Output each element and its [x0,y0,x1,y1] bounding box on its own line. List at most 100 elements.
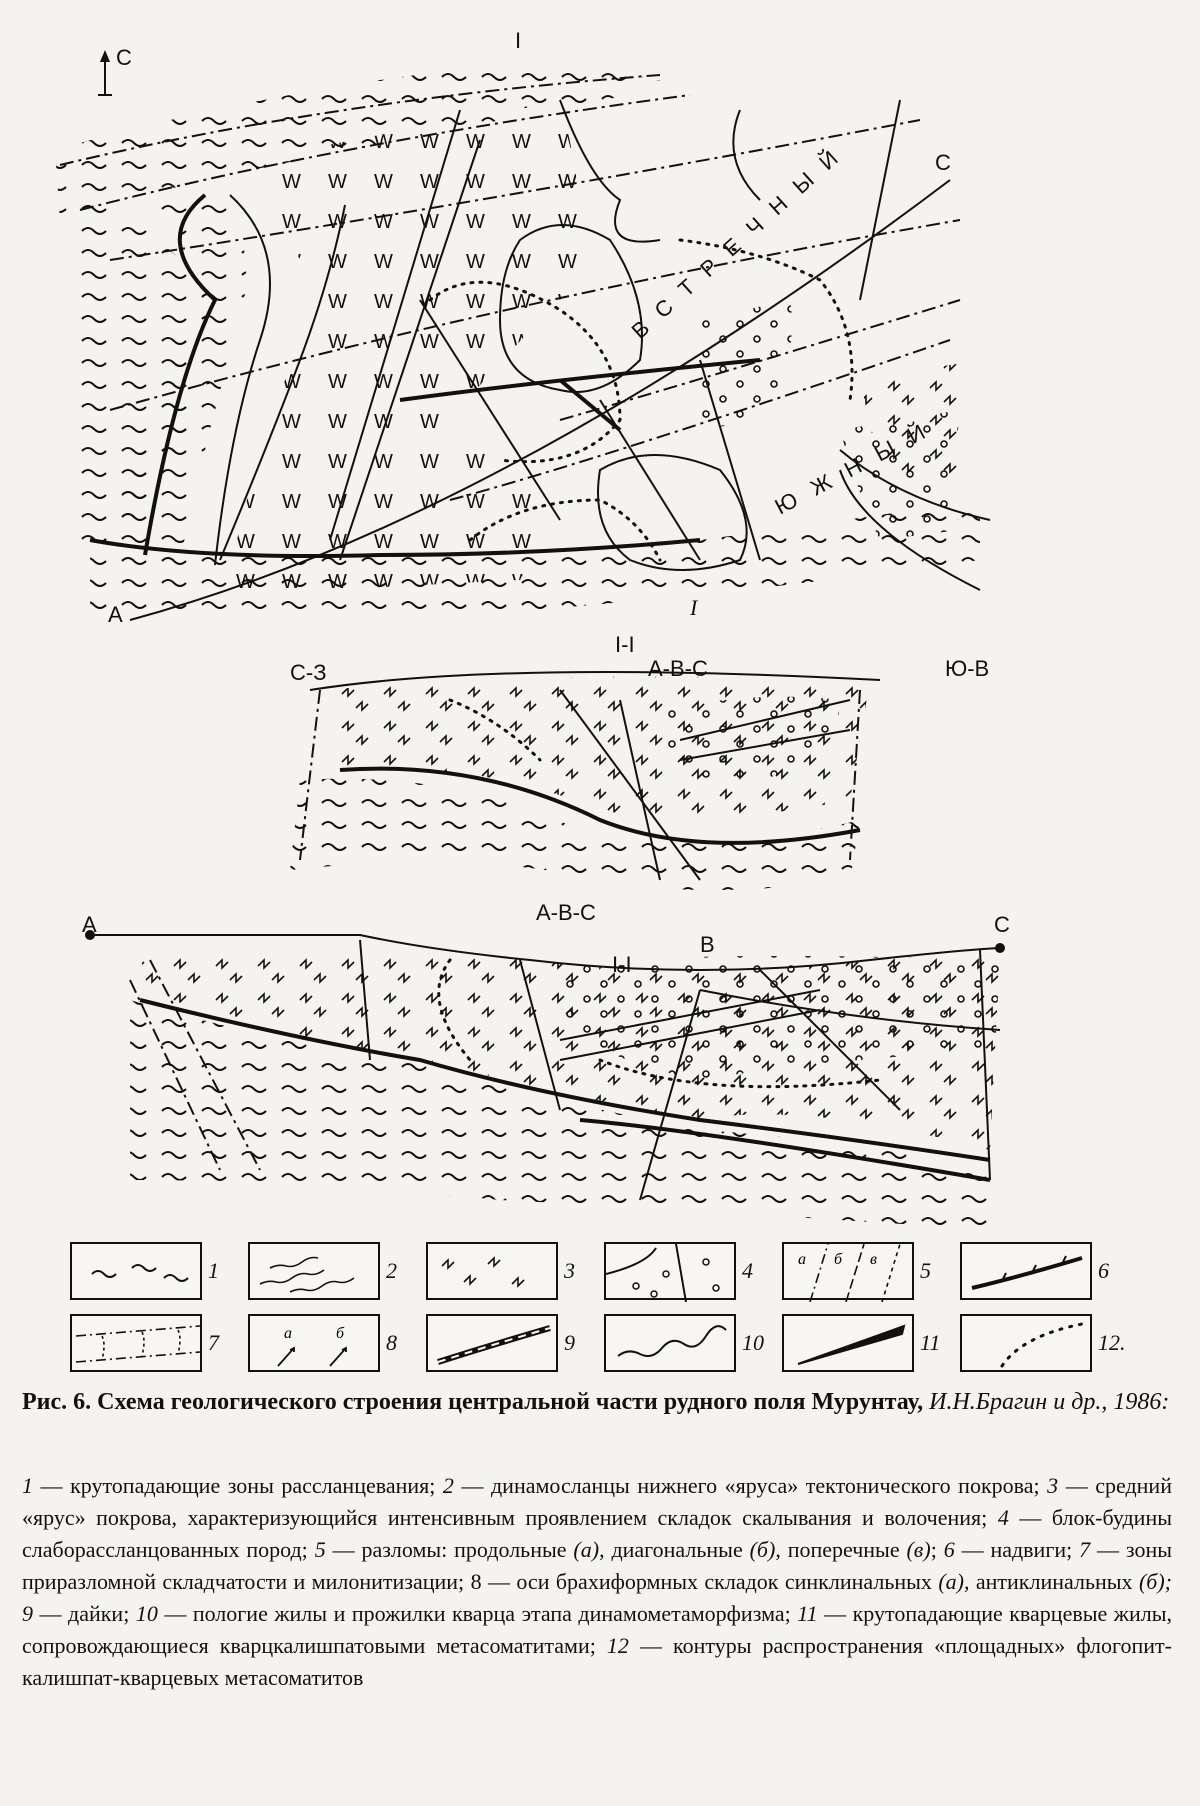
desc-sub-5a: (а) [573,1537,600,1562]
south-schist-belt [90,500,980,620]
legend-num-1: 1 [208,1258,219,1283]
desc-sub-5b: (б) [749,1537,776,1562]
section-abc: А-В-С А С I-I В [82,900,1010,1230]
legend-description: 1 — крутопадающие зоны рассланцевания; 2… [22,1470,1172,1694]
plan-map: С I I А С Ю Ж Н Ы Й В С Т Р Е Ч Н Ы Й [55,28,991,627]
middle-tier-region [225,100,580,595]
legend-item-7: 7 [70,1314,235,1374]
desc-sub-8a: (а), [938,1569,970,1594]
desc-text-8a: — оси брахиформных складок синклинальных [481,1569,939,1594]
legend-num-4: 4 [742,1258,753,1283]
legend-item-9: 9 [426,1314,591,1374]
desc-num-4: 4 [997,1505,1009,1530]
legend-swatch-6 [960,1242,1092,1300]
legend-swatch-12 [960,1314,1092,1372]
legend-swatch-9 [426,1314,558,1372]
section-abc-lower-tier [130,1000,990,1230]
desc-text-12: — контуры распространения «площадных» фл… [22,1633,1172,1690]
section-abc-title: А-В-С [536,900,596,925]
desc-num-3: 3 [1047,1473,1059,1498]
legend-num-7: 7 [208,1330,219,1355]
western-schist-lobe [70,190,210,560]
section-abc-left-end: А [82,912,97,937]
geological-map-svg: W [55,28,1010,1230]
desc-text-5b: , диагональные [599,1537,750,1562]
legend-item-5: а б в 5 [782,1242,947,1302]
legend-num-12: 12. [1098,1330,1126,1355]
desc-text-1: — крутопадающие зоны рассланцевания; [33,1473,443,1498]
desc-num-5: 5 [314,1537,326,1562]
point-a-label: А [108,602,123,627]
legend-item-10: 10 [604,1314,769,1374]
point-c-label: С [935,150,951,175]
legend-swatch-3 [426,1242,558,1300]
desc-text-5c: , поперечные [775,1537,907,1562]
caption-title: Рис. 6. Схема геологического строения це… [22,1389,924,1415]
geological-figure: W [55,28,1126,1372]
desc-num-6: 6 [943,1537,955,1562]
legend-8-sub-a: а [284,1325,292,1342]
desc-text-7: — зоны приразломной складчатости и милон… [22,1537,1172,1594]
legend-swatch-10 [604,1314,736,1372]
profile-i-top-label: I [515,28,521,53]
legend-5-sub-b: б [834,1251,843,1268]
legend-5-sub-a: а [798,1251,806,1268]
north-arrow: С [98,45,132,96]
desc-text-6: — надвиги; [954,1537,1080,1562]
legend-swatch-4 [604,1242,736,1302]
legend-swatch-2 [248,1242,380,1300]
legend-num-8: 8 [386,1330,397,1355]
legend-num-10: 10 [742,1330,764,1355]
desc-text-5a: — разломы: продольные [325,1537,574,1562]
legend-num-9: 9 [564,1330,575,1355]
legend-swatch-8: а б [248,1314,380,1372]
profile-i-bottom-label: I [689,595,699,620]
desc-num-11: 11 [797,1601,818,1626]
east-folds [860,360,980,480]
legend-num-6: 6 [1098,1258,1109,1283]
legend-num-3: 3 [564,1258,575,1283]
legend-num-2: 2 [386,1258,397,1283]
section-i-left-end: С-З [290,660,327,685]
boudin-block-2 [597,454,748,571]
desc-num-7: 7 [1079,1537,1091,1562]
desc-text-9: — дайки; [33,1601,136,1626]
desc-num-10: 10 [135,1601,158,1626]
legend-item-8: а б 8 [248,1314,413,1374]
legend-num-5: 5 [920,1258,931,1283]
desc-text-3: — средний «ярус» покрова, характеризующи… [22,1473,1172,1530]
legend-swatch-1 [70,1242,202,1300]
legend: 1 2 3 4 а [70,1242,1130,1377]
desc-text-5d: ; [930,1537,944,1562]
legend-swatch-11 [782,1314,914,1372]
section-i-right-end: Ю-В [945,656,989,681]
figure-caption: Рис. 6. Схема геологического строения це… [22,1386,1172,1418]
legend-8-sub-b: б [336,1325,345,1342]
legend-num-11: 11 [920,1330,941,1355]
desc-num-2: 2 [442,1473,454,1498]
boudin-block-1 [498,224,643,393]
section-i-lower-tier [290,778,860,890]
legend-item-1: 1 [70,1242,235,1302]
legend-swatch-7 [70,1314,202,1372]
legend-item-3: 3 [426,1242,591,1302]
desc-num-8: 8 [470,1569,482,1594]
desc-text-8b: антиклинальных [969,1569,1139,1594]
legend-item-6: 6 [960,1242,1125,1302]
desc-num-12: 12 [606,1633,629,1658]
legend-item-11: 11 [782,1314,947,1374]
section-i: I-I С-З Ю-В А-В-С [290,632,989,890]
desc-sub-5c: (в) [906,1537,931,1562]
legend-item-2: 2 [248,1242,413,1302]
north-arrow-label: С [116,45,132,70]
section-i-title: I-I [615,632,635,657]
section-abc-marker-b: В [700,932,715,957]
desc-text-10: — пологие жилы и прожилки кварца этапа д… [157,1601,798,1626]
legend-swatch-5: а б в [782,1242,914,1302]
section-i-boudin [660,696,840,783]
legend-item-4: 4 [604,1242,769,1302]
legend-5-sub-c: в [870,1251,877,1268]
desc-text-2: — динамосланцы нижнего «яруса» тектониче… [453,1473,1048,1498]
west-belt [95,190,247,560]
section-abc-right-end: С [994,912,1010,937]
